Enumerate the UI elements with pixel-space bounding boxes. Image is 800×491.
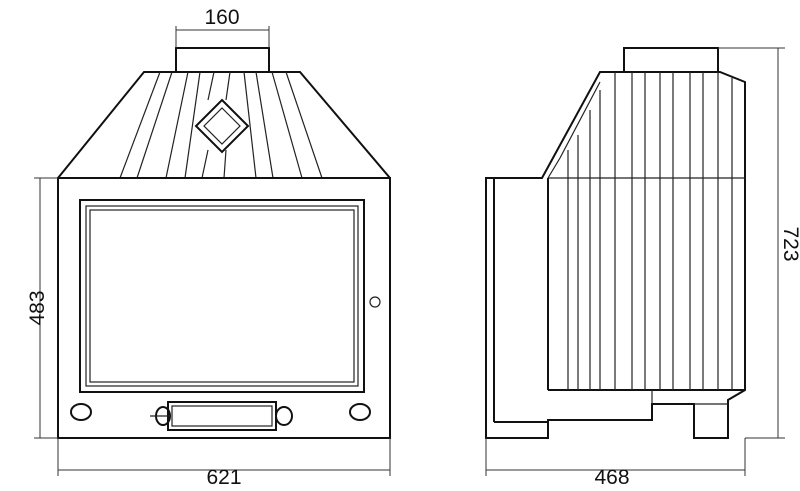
air-control-slot bbox=[171, 405, 273, 427]
dimension-side-depth: 468 bbox=[485, 438, 746, 489]
slider-right-knob bbox=[275, 406, 293, 426]
flue-collar bbox=[175, 47, 270, 73]
hood-outline bbox=[57, 71, 391, 179]
dimension-top-width: 160 bbox=[175, 6, 270, 48]
glass-door bbox=[79, 199, 365, 393]
diamond-emblem bbox=[194, 98, 250, 154]
dim-label-621: 621 bbox=[206, 466, 241, 489]
front-frame bbox=[57, 177, 391, 439]
side-body-outline bbox=[485, 71, 746, 439]
diamond-emblem-inner bbox=[203, 107, 241, 145]
side-hood-edge-2 bbox=[559, 81, 601, 159]
door-knob bbox=[369, 296, 381, 308]
glass-pane bbox=[89, 209, 355, 383]
side-flue-collar bbox=[623, 47, 719, 73]
dimension-front-width: 621 bbox=[57, 438, 391, 489]
dimension-front-height: 483 bbox=[26, 177, 58, 439]
front-view bbox=[57, 47, 391, 439]
dim-label-483: 483 bbox=[26, 290, 49, 325]
left-vent-hole bbox=[70, 403, 92, 421]
side-view bbox=[485, 47, 746, 439]
right-vent-hole bbox=[349, 403, 371, 421]
glass-door-inner bbox=[85, 205, 359, 387]
side-hood-edge bbox=[547, 157, 561, 179]
hood-ribs bbox=[119, 71, 323, 179]
dim-label-723: 723 bbox=[779, 226, 800, 261]
dim-label-160: 160 bbox=[204, 6, 239, 29]
dim-label-468: 468 bbox=[594, 466, 629, 489]
side-ribs bbox=[567, 72, 733, 390]
dimension-total-height: 723 bbox=[718, 47, 800, 439]
